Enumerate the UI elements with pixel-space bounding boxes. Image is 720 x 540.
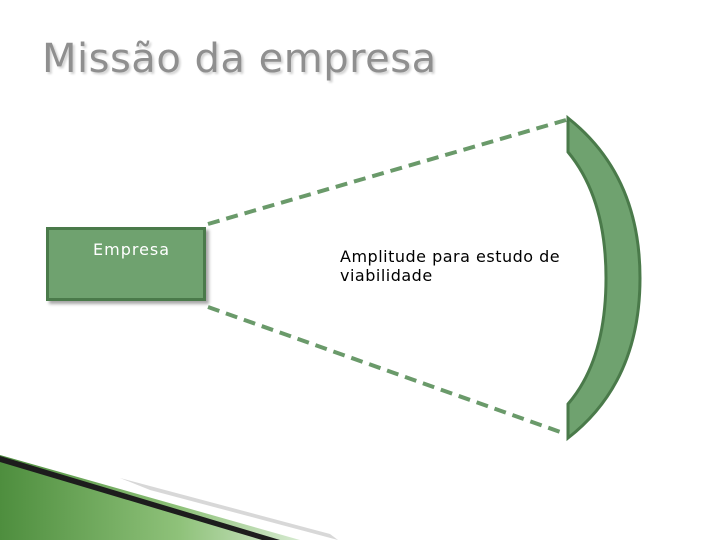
empresa-box: Empresa [46,227,206,301]
scope-label: Amplitude para estudo de viabilidade [340,247,561,285]
lower-dashed-line [207,305,567,436]
scope-dashed-lines [207,118,567,436]
missao-label: Missão [580,224,602,302]
corner-decoration [0,455,338,540]
slide-title: Missão da empresa [42,36,437,82]
missao-arc-shape [566,114,642,442]
empresa-label: Empresa [93,240,171,259]
upper-dashed-line [207,118,567,226]
